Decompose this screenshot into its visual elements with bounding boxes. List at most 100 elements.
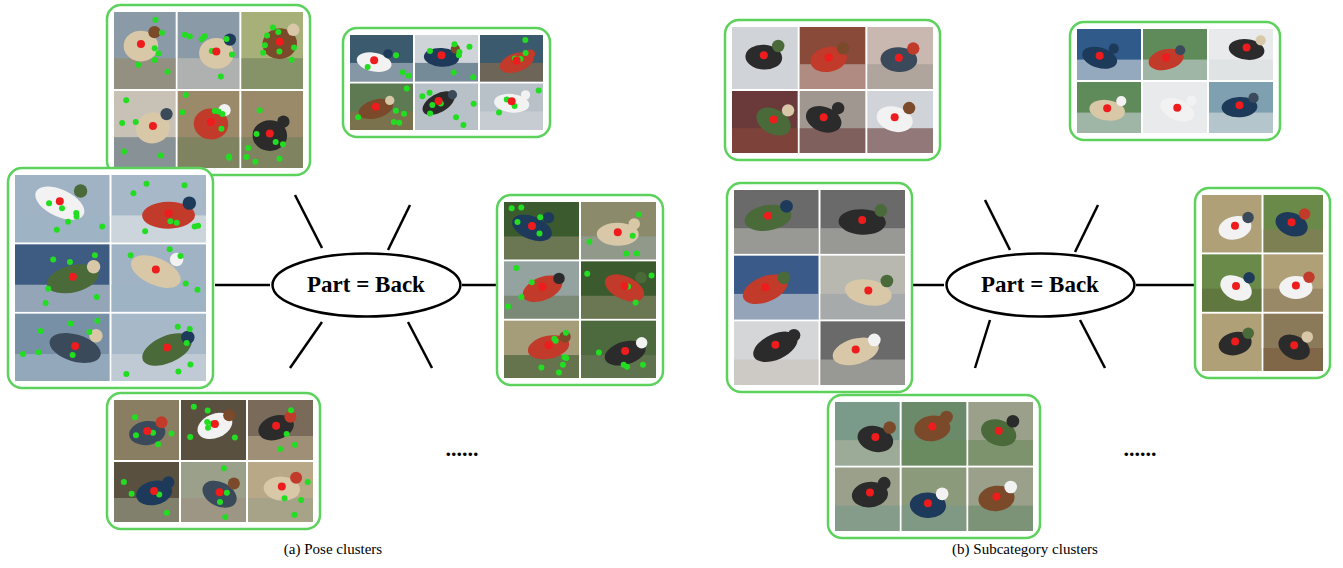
spoke-line — [985, 200, 1010, 250]
bird-photo — [821, 190, 906, 254]
part-dot — [400, 69, 406, 75]
bird-photo — [248, 462, 313, 522]
bird-photo — [1202, 254, 1262, 311]
part-dot — [218, 74, 224, 80]
back-dot — [761, 283, 769, 291]
part-dot — [518, 294, 524, 300]
bird-photo — [504, 261, 579, 318]
part-dot — [45, 286, 51, 292]
part-dot — [168, 431, 174, 437]
bird-photo — [968, 468, 1033, 532]
part-dot — [252, 159, 258, 165]
back-dot — [621, 347, 629, 355]
back-dot — [278, 483, 286, 491]
image-cluster — [497, 195, 663, 385]
part-dot — [596, 349, 602, 355]
bird-photo — [1202, 314, 1262, 371]
back-dot — [992, 492, 1000, 500]
part-dot — [155, 441, 161, 447]
bird-photo — [821, 256, 906, 320]
bird-photo — [241, 12, 303, 89]
bird-photo — [1077, 82, 1141, 133]
bird-photo — [112, 314, 207, 381]
bird-photo — [835, 402, 900, 466]
subfigure-caption: (b) Subcategory clusters — [952, 541, 1098, 558]
part-dot — [20, 351, 26, 357]
part-dot — [187, 362, 193, 368]
spoke-line — [1136, 284, 1195, 287]
back-dot — [1232, 282, 1240, 290]
image-cluster — [107, 5, 310, 175]
part-dot — [529, 279, 535, 285]
part-dot — [553, 338, 559, 344]
part-dot — [536, 87, 542, 93]
part-dot — [537, 214, 543, 220]
part-dot — [152, 57, 158, 63]
bird-photo — [968, 402, 1033, 466]
part-dot — [291, 512, 297, 518]
part-dot — [538, 364, 544, 370]
part-dot — [275, 29, 281, 35]
cluster-frame — [497, 195, 663, 385]
bird-photo — [732, 91, 798, 153]
part-dot — [218, 126, 224, 132]
bird-photo — [350, 35, 413, 82]
part-dot — [391, 119, 397, 125]
bird-photo — [800, 27, 866, 89]
bird-photo — [821, 321, 906, 385]
back-dot — [858, 216, 866, 224]
part-dot — [167, 246, 173, 252]
part-dot — [280, 141, 286, 147]
part-dot — [38, 328, 44, 334]
back-dot — [891, 113, 899, 121]
bird-photo — [1264, 314, 1324, 371]
bird-photo — [415, 84, 478, 131]
bird-photo — [1209, 29, 1273, 80]
spoke-line — [290, 322, 322, 368]
back-dot — [1288, 218, 1296, 226]
part-dot — [523, 50, 529, 56]
back-dot — [150, 487, 158, 495]
back-dot — [820, 113, 828, 121]
back-dot — [372, 103, 380, 111]
bird-photo — [581, 261, 656, 318]
bird-photo — [241, 91, 303, 168]
part-dot — [205, 425, 211, 431]
part-dot — [427, 48, 433, 54]
back-dot — [825, 53, 833, 61]
bird-photo — [504, 321, 579, 378]
part-dot — [257, 107, 263, 113]
ellipsis-mark: ...... — [446, 436, 479, 462]
part-dot — [260, 50, 266, 56]
part-dot — [184, 340, 190, 346]
bird-photo — [734, 256, 819, 320]
part-dot — [216, 108, 222, 114]
bird-photo — [504, 202, 579, 259]
bird-photo — [867, 27, 933, 89]
back-dot — [56, 197, 64, 205]
part-dot — [264, 33, 270, 39]
back-dot — [771, 341, 779, 349]
back-dot — [272, 422, 280, 430]
back-dot — [216, 488, 224, 496]
part-dot — [50, 256, 56, 262]
part-dot — [277, 156, 283, 162]
cluster-frame — [8, 168, 213, 388]
bird-photo — [178, 91, 240, 168]
back-dot — [1235, 101, 1243, 109]
part-dot — [563, 330, 569, 336]
part-dot — [243, 154, 249, 160]
cluster-frame — [343, 28, 550, 137]
part-dot — [277, 446, 283, 452]
bird-photo — [178, 12, 240, 89]
part-dot — [221, 465, 227, 471]
back-dot — [165, 209, 173, 217]
hub-label: Part = Back — [271, 252, 462, 318]
part-dot — [65, 219, 71, 225]
part-dot — [133, 432, 139, 438]
back-dot — [866, 489, 874, 497]
part-dot — [192, 223, 198, 229]
cluster-frame — [1070, 22, 1280, 140]
bird-photo — [112, 175, 207, 242]
back-dot — [928, 422, 936, 430]
